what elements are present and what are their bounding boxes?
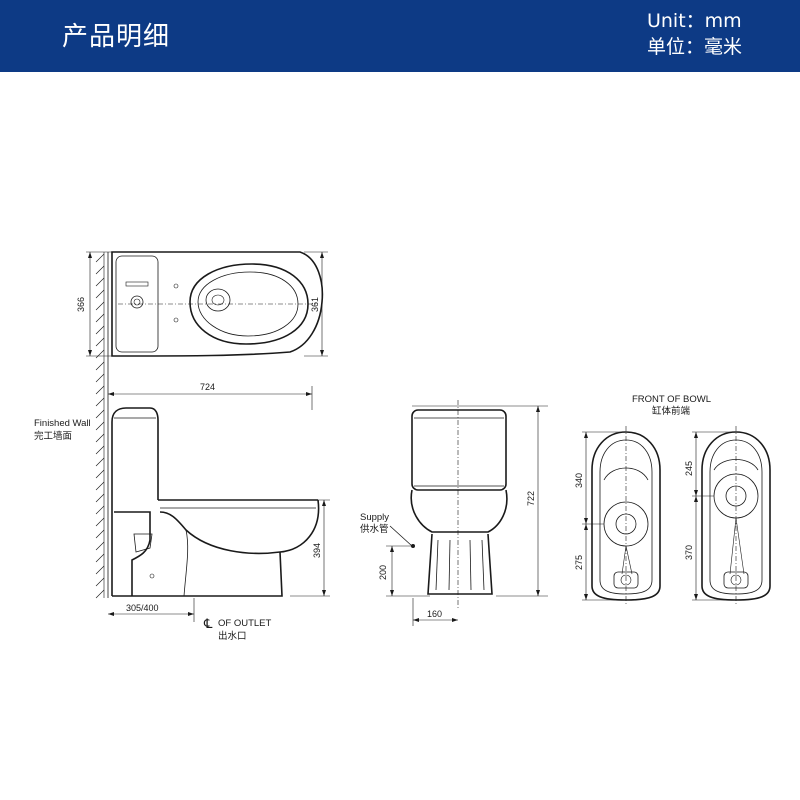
rough-in-dimension: 305/400 [126,603,159,613]
bottom-view-left: 340 275 [574,426,661,604]
side-height-dimension: 394 [312,543,322,558]
header-bar: 产品明细 Unit：mm 单位：毫米 [0,0,800,72]
outlet-label-en: OF OUTLET [218,618,272,629]
bottom-views-title-cn: 缸体前端 [652,405,691,417]
supply-height-dimension: 200 [378,565,388,580]
unit-block: Unit：mm 单位：毫米 [647,8,742,60]
front-height-dimension: 722 [526,491,536,506]
bottom-views: FRONT OF BOWL 缸体前端 340 275 [574,394,771,604]
bottom-view-right: 245 370 [684,426,771,604]
right-upper-dimension: 245 [684,461,694,476]
side-length-dimension: 724 [200,382,215,392]
side-view: 724 394 305/400 ℄ OF OUTLET 出水口 [108,382,330,642]
top-view: 366 361 [76,251,328,357]
outlet-centerline-symbol: ℄ [203,617,213,632]
supply-label-cn: 供水管 [360,523,389,535]
finished-wall-label-en: Finished Wall [34,418,91,429]
finished-wall: Finished Wall 完工墙面 [34,252,109,599]
top-depth-dimension: 366 [76,297,86,312]
right-lower-dimension: 370 [684,545,694,560]
supply-label-en: Supply [360,512,389,523]
supply-offset-dimension: 160 [427,609,442,619]
left-lower-dimension: 275 [574,555,584,570]
top-depth-right-dimension: 361 [310,297,320,312]
front-view: 722 Supply 供水管 200 160 [360,400,548,626]
outlet-label-cn: 出水口 [218,630,247,642]
unit-chinese: 单位：毫米 [646,36,742,58]
left-upper-dimension: 340 [574,473,584,488]
unit-english: Unit：mm [646,10,742,32]
finished-wall-label-cn: 完工墙面 [34,430,72,442]
page-title: 产品明细 [62,22,171,52]
bottom-views-title-en: FRONT OF BOWL [632,394,711,405]
